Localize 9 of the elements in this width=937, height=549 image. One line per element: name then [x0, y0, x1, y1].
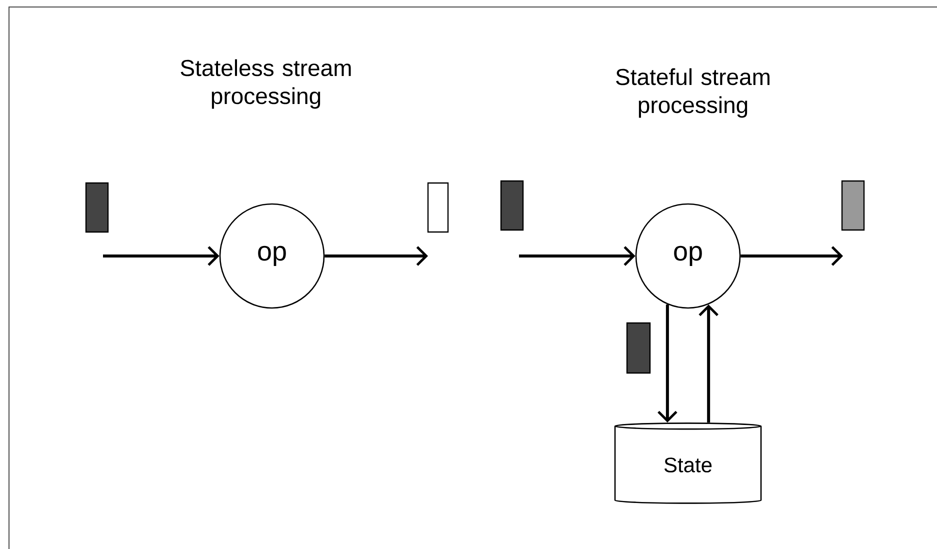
arrow	[324, 246, 428, 266]
arrow	[698, 304, 718, 423]
arrow	[740, 246, 844, 266]
state-cylinder: State	[614, 422, 762, 504]
arrow	[103, 246, 220, 266]
heading: Stateless stream processing	[180, 59, 351, 109]
arrow	[658, 304, 678, 423]
arrow	[519, 246, 636, 266]
heading: Stateful stream processing	[616, 68, 770, 118]
